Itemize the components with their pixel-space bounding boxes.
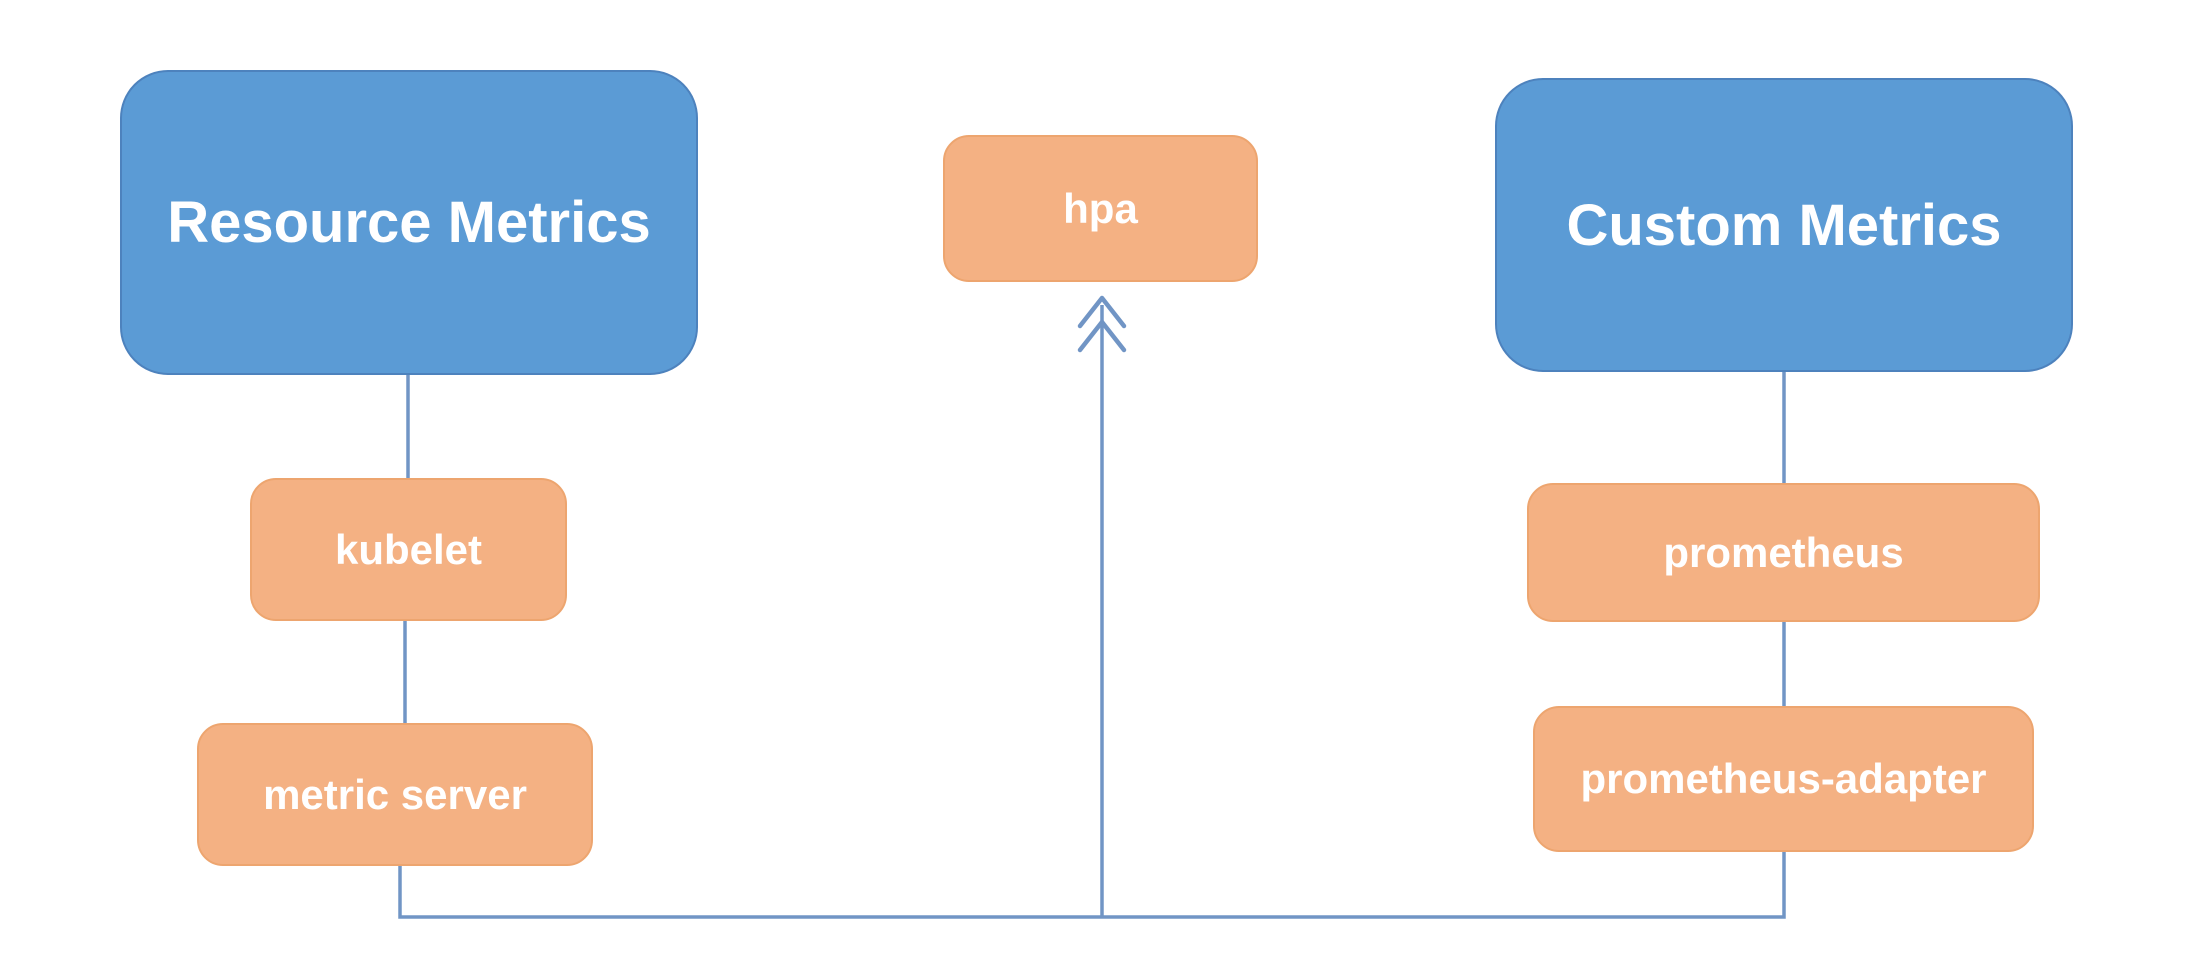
node-kubelet: kubelet [250,478,567,621]
node-hpa: hpa [943,135,1258,282]
edge-bottom-bus [398,852,1786,919]
node-hpa-label: hpa [1063,184,1138,232]
node-resource-metrics: Resource Metrics [120,70,698,375]
double-chevron-up-arrowhead-icon [1077,295,1127,353]
node-custom-metrics-label: Custom Metrics [1566,192,2002,258]
node-prometheus-adapter-label: prometheus-adapter [1580,755,1987,802]
node-prometheus-adapter: prometheus-adapter [1533,706,2034,852]
node-metric-server: metric server [197,723,593,866]
node-custom-metrics: Custom Metrics [1495,78,2073,372]
node-prometheus-label: prometheus [1663,528,1904,576]
node-resource-metrics-label: Resource Metrics [167,190,651,255]
node-prometheus: prometheus [1527,483,2040,622]
node-kubelet-label: kubelet [334,525,483,573]
node-metric-server-label: metric server [263,770,527,818]
